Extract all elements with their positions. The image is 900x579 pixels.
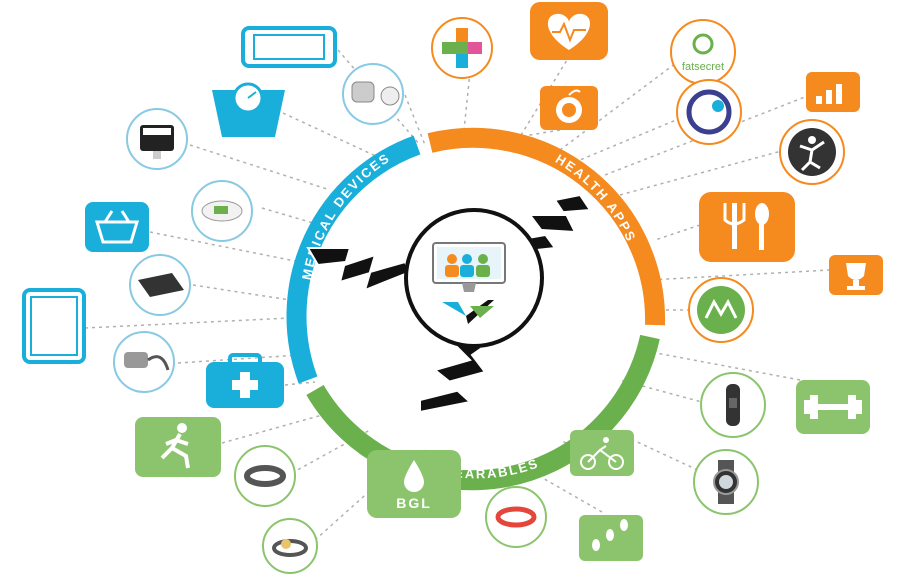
bracelet-icon[interactable] [485, 486, 547, 548]
tablet-icon[interactable] [22, 288, 86, 364]
blood-pressure-monitor-icon[interactable] [113, 331, 175, 393]
bar-chart-icon[interactable] [806, 72, 860, 112]
running-person-icon[interactable] [135, 417, 221, 477]
cycling-icon[interactable] [570, 430, 634, 476]
blood-glucose-drop-icon[interactable]: BGL [367, 450, 461, 518]
heart-rate-icon[interactable] [530, 2, 608, 60]
monitor-with-care-team-icon [432, 242, 506, 292]
smartphone-icon[interactable] [241, 26, 337, 68]
ring-app-icon[interactable] [676, 79, 742, 145]
bgl-label: BGL [396, 495, 432, 511]
first-aid-kit-icon[interactable] [206, 353, 284, 408]
fork-spoon-icon[interactable] [699, 192, 795, 262]
activity-zigzag-icon[interactable] [688, 277, 754, 343]
trophy-icon[interactable] [829, 255, 883, 295]
health-apps-arc [427, 127, 666, 326]
exercise-person-icon[interactable] [779, 119, 845, 185]
clip-tracker-icon[interactable] [262, 518, 318, 574]
glucometer-icon[interactable] [126, 108, 188, 170]
medical-devices-arc [286, 135, 421, 384]
wearables-arc [306, 334, 660, 491]
fatsecret-text: fatsecret [682, 61, 724, 73]
apple-nutrition-icon[interactable] [540, 86, 598, 130]
fingertip-oximeter-icon[interactable] [191, 180, 253, 242]
wristband-icon[interactable] [700, 372, 766, 438]
health-cross-icon[interactable] [431, 17, 493, 79]
smartwatch-icon[interactable] [693, 449, 759, 515]
fitness-band-icon[interactable] [234, 445, 296, 507]
fatsecret-icon[interactable]: fatsecret [670, 19, 736, 85]
medical-kit-basket-icon[interactable] [85, 202, 149, 252]
weight-scale-icon[interactable] [129, 254, 191, 316]
dumbbell-icon[interactable] [796, 380, 870, 434]
pulse-oximeter-icon[interactable] [342, 63, 404, 125]
footsteps-icon[interactable] [579, 515, 643, 561]
checkmark-logo-icon [442, 300, 494, 324]
bathroom-scale-icon[interactable] [212, 82, 285, 137]
